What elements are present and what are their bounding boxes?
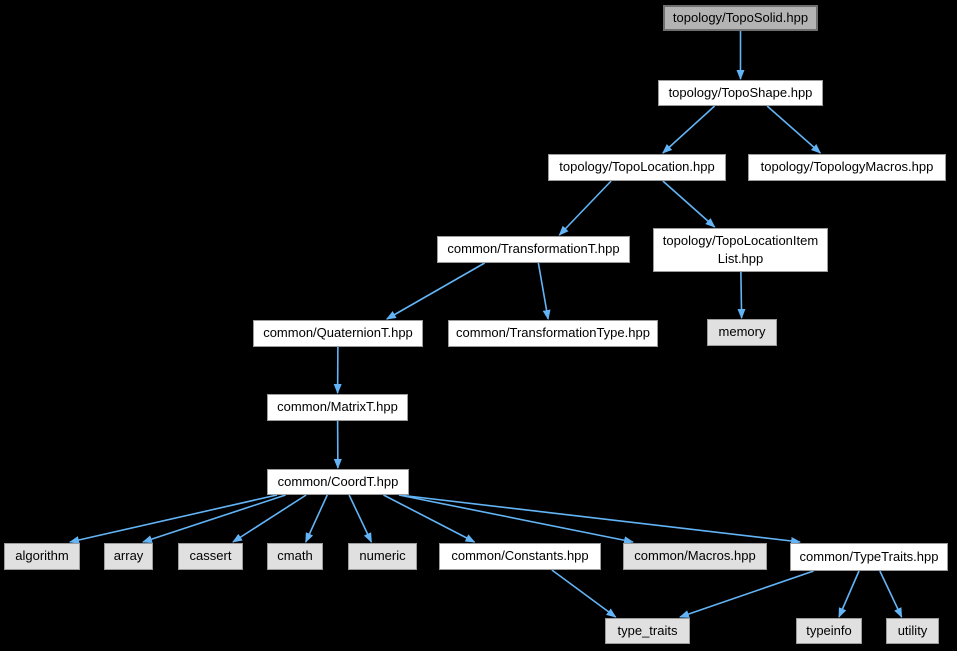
node-label: typeinfo	[806, 622, 852, 638]
node-label: type_traits	[617, 622, 678, 638]
node-label: topology/TopologyMacros.hpp	[760, 159, 934, 175]
edge-typetraits-to-utility	[879, 570, 903, 618]
node-label: common/Constants.hpp	[451, 548, 589, 564]
node-utility[interactable]: utility	[886, 618, 939, 644]
node-label: common/MatrixT.hpp	[277, 399, 398, 415]
edge-topolocationitemlist-to-memory	[737, 271, 746, 319]
node-array[interactable]: array	[104, 543, 153, 570]
edge-toposhape-to-topologymacros	[766, 105, 822, 154]
edge-toposhape-to-topolocation	[662, 105, 716, 154]
node-transformationtype[interactable]: common/TransformationType.hpp	[448, 320, 658, 347]
edge-coordt-to-array	[142, 494, 286, 543]
edge-transformationt-to-transformationtype	[537, 262, 551, 320]
node-macros[interactable]: common/Macros.hpp	[623, 543, 767, 570]
node-label: common/TransformationType.hpp	[456, 325, 650, 341]
edge-topolocation-to-transformationt	[558, 180, 612, 236]
node-type_traits[interactable]: type_traits	[605, 618, 690, 644]
node-coordt[interactable]: common/CoordT.hpp	[267, 469, 409, 495]
edge-coordt-to-macros	[398, 494, 634, 545]
node-label: utility	[897, 622, 928, 638]
node-label: memory	[718, 324, 766, 340]
edge-typetraits-to-type_traits	[679, 570, 814, 618]
node-matrixt[interactable]: common/MatrixT.hpp	[267, 394, 408, 421]
edge-typetraits-to-typeinfo	[838, 570, 860, 618]
edge-topolocation-to-topolocationitemlist	[662, 180, 716, 228]
node-label: numeric	[359, 548, 406, 564]
node-label: topology/TopoLocationItem	[662, 232, 819, 248]
node-cassert[interactable]: cassert	[178, 543, 243, 570]
node-algorithm[interactable]: algorithm	[4, 543, 80, 570]
node-label: topology/TopoShape.hpp	[668, 84, 813, 100]
edge-coordt-to-constants	[383, 494, 476, 543]
node-toposolid: topology/TopoSolid.hpp	[663, 5, 818, 31]
edge-coordt-to-algorithm	[69, 494, 278, 544]
node-label: common/TypeTraits.hpp	[799, 548, 939, 564]
node-topolocation[interactable]: topology/TopoLocation.hpp	[548, 154, 726, 181]
node-cmath[interactable]: cmath	[267, 543, 323, 570]
edge-constants-to-type_traits	[551, 569, 617, 618]
edge-coordt-to-cassert	[232, 494, 307, 543]
node-toposhape[interactable]: topology/TopoShape.hpp	[658, 80, 823, 106]
node-constants[interactable]: common/Constants.hpp	[439, 543, 601, 570]
node-label: topology/TopoSolid.hpp	[672, 9, 809, 25]
node-memory[interactable]: memory	[707, 319, 777, 346]
node-label: array	[113, 548, 144, 564]
node-label: common/CoordT.hpp	[277, 473, 399, 489]
node-label: cmath	[277, 548, 313, 564]
node-numeric[interactable]: numeric	[348, 543, 417, 570]
edge-transformationt-to-quaterniont	[386, 262, 486, 320]
node-topologymacros[interactable]: topology/TopologyMacros.hpp	[748, 154, 946, 181]
node-label: common/TransformationT.hpp	[447, 241, 620, 257]
node-label: topology/TopoLocation.hpp	[559, 159, 715, 175]
node-label: common/Macros.hpp	[634, 548, 756, 564]
edge-coordt-to-numeric	[348, 494, 373, 543]
node-label: List.hpp	[717, 251, 764, 266]
node-transformationt[interactable]: common/TransformationT.hpp	[437, 236, 630, 263]
node-label: common/QuaternionT.hpp	[263, 325, 413, 341]
node-label: algorithm	[15, 548, 69, 564]
node-typeinfo[interactable]: typeinfo	[796, 618, 862, 644]
node-quaterniont[interactable]: common/QuaternionT.hpp	[253, 320, 423, 347]
edge-coordt-to-cmath	[305, 494, 328, 543]
node-label: cassert	[189, 548, 232, 564]
node-typetraits[interactable]: common/TypeTraits.hpp	[790, 543, 948, 571]
edge-coordt-to-typetraits	[398, 494, 801, 545]
